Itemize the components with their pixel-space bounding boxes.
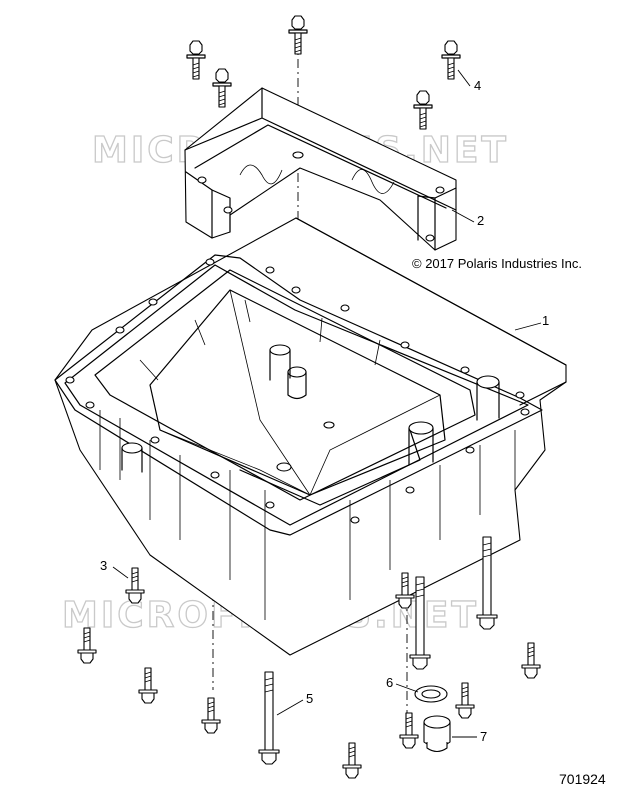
callout-3: 3: [100, 558, 107, 573]
oil-pan-part: [54, 217, 567, 656]
bolt-top-left: [186, 40, 206, 80]
callout-6: 6: [386, 675, 393, 690]
leader-1: [514, 322, 542, 331]
washer-part: [414, 685, 448, 703]
bolt-top-right-2: [413, 90, 433, 130]
leader-2: [451, 209, 475, 223]
bolt-top-right: [441, 40, 461, 80]
leader-6: [395, 683, 419, 693]
diagram-code: 701924: [559, 771, 606, 787]
callout-5: 5: [306, 691, 313, 706]
callout-1: 1: [542, 313, 549, 328]
callout-4: 4: [474, 78, 481, 93]
bolt-long-5: [258, 671, 280, 765]
bolt-bottom: [138, 667, 158, 704]
bolt-bottom: [399, 712, 419, 749]
bolt-top-left-2: [212, 68, 232, 108]
bolt-bottom: [342, 742, 362, 779]
leader-4: [457, 69, 471, 87]
drain-plug-part: [423, 715, 451, 753]
callout-7: 7: [480, 729, 487, 744]
leader-3: [112, 566, 129, 579]
baffle-part: [184, 87, 457, 251]
bolt-bottom: [201, 697, 221, 734]
callout-2: 2: [477, 213, 484, 228]
bolt-top-center: [288, 15, 308, 55]
bolt-bottom: [521, 642, 541, 679]
copyright-notice: © 2017 Polaris Industries Inc.: [412, 256, 582, 271]
leader-5: [276, 699, 304, 716]
bolt-bottom-3: [125, 567, 145, 604]
bolt-bottom: [455, 682, 475, 719]
